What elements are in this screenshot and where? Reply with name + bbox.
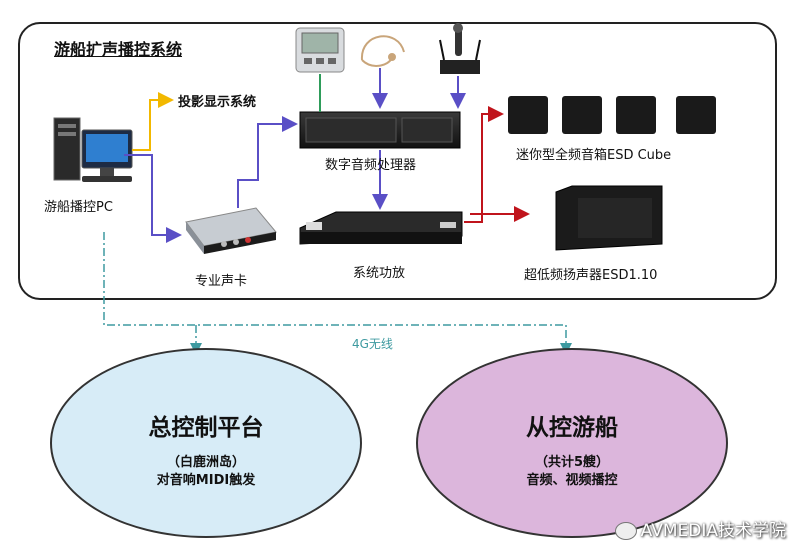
slave-line2: 音频、视频播控 (526, 473, 618, 488)
watermark: AVMEDIA技术学院 (614, 516, 786, 541)
central-line2: 对音响MIDI触发 (156, 473, 256, 488)
headset-microphone-icon (360, 35, 405, 67)
projection-label: 投影显示系统 (178, 95, 257, 110)
wireless-label: 4G无线 (352, 337, 393, 351)
slave-title: 从控游船 (526, 415, 618, 441)
wechat-icon (614, 522, 637, 540)
wireless-microphone-icon (439, 23, 481, 74)
sound-card-icon (185, 207, 277, 254)
boat-system-boundary (18, 22, 777, 300)
slave-line1: （共计5艘） (534, 455, 610, 470)
watermark-text: AVMEDIA技术学院 (640, 521, 786, 541)
cube-speaker-icons (508, 96, 716, 134)
control-panel-icon (295, 27, 345, 73)
subwoofer-icon (555, 185, 663, 251)
pc-icon (53, 117, 133, 182)
cube-speakers-label: 迷你型全频音箱ESD Cube (516, 148, 672, 163)
subwoofer-label: 超低频扬声器ESD1.10 (524, 268, 658, 283)
central-title: 总控制平台 (148, 415, 264, 441)
central-line1: （白鹿洲岛） (166, 455, 245, 470)
pc-label: 游船播控PC (44, 200, 113, 215)
central-platform-node: 总控制平台 （白鹿洲岛） 对音响MIDI触发 (50, 348, 362, 538)
soundcard-label: 专业声卡 (195, 274, 248, 289)
dsp-label: 数字音频处理器 (325, 158, 417, 173)
dsp-rack-icon (299, 111, 461, 149)
amplifier-icon (299, 211, 463, 245)
system-title: 游船扩声播控系统 (54, 40, 183, 59)
amp-label: 系统功放 (353, 266, 406, 281)
slave-boats-node: 从控游船 （共计5艘） 音频、视频播控 (416, 348, 728, 538)
